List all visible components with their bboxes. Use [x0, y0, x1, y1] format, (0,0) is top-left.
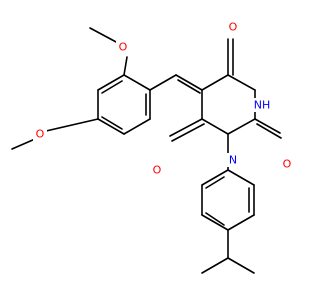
bond-line	[227, 169, 255, 186]
bond-line	[177, 79, 201, 94]
bond-line	[227, 257, 255, 274]
bond-line	[123, 74, 151, 91]
bond-line	[11, 138, 36, 150]
bond-line	[169, 118, 203, 137]
bond-line	[123, 118, 151, 135]
bond-line	[256, 123, 282, 139]
bond-line	[101, 80, 123, 94]
bond-line	[123, 56, 128, 76]
atom-label-o-carbonyl-top: O	[229, 21, 238, 34]
atom-o-carbonyl-top: O	[226, 20, 240, 34]
bond-line	[227, 74, 256, 91]
bond-line	[201, 74, 229, 91]
atom-o-methoxy-left: O	[33, 127, 47, 141]
atom-label-o-carbonyl-left: O	[153, 164, 162, 177]
atom-label-n-h: NH	[254, 99, 271, 112]
bond-line	[101, 116, 123, 130]
bond-line	[175, 74, 203, 91]
molecule-structure: O O O O O NH N	[11, 20, 294, 274]
atom-label-o-carbonyl-right: O	[283, 158, 292, 171]
atom-labels: O O O O O NH N	[33, 20, 294, 177]
bond-line	[201, 118, 229, 135]
bond-line	[254, 118, 281, 134]
atom-label-o-methoxy-top: O	[119, 41, 128, 54]
molecule-canvas: O O O O O NH N	[11, 20, 294, 274]
bond-line	[227, 214, 255, 231]
bond-line	[45, 118, 99, 132]
bonds	[11, 27, 282, 274]
bond-line	[89, 27, 119, 44]
bond-line	[201, 214, 229, 231]
atom-n-aryl: N	[226, 153, 240, 167]
atom-label-n-aryl: N	[229, 154, 237, 167]
atom-o-methoxy-top: O	[116, 40, 130, 54]
bond-line	[205, 176, 225, 189]
bond-line	[97, 118, 125, 135]
atom-o-carbonyl-left: O	[150, 163, 164, 177]
bond-line	[201, 257, 229, 274]
bond-line	[227, 118, 256, 135]
bond-line	[149, 74, 177, 91]
atom-label-o-methoxy-left: O	[36, 128, 45, 141]
atom-n-h: NH	[251, 98, 273, 112]
bond-line	[205, 212, 225, 226]
bond-line	[97, 74, 125, 91]
atom-o-carbonyl-right: O	[280, 157, 294, 171]
bond-line	[171, 123, 205, 142]
bond-line	[201, 169, 229, 186]
